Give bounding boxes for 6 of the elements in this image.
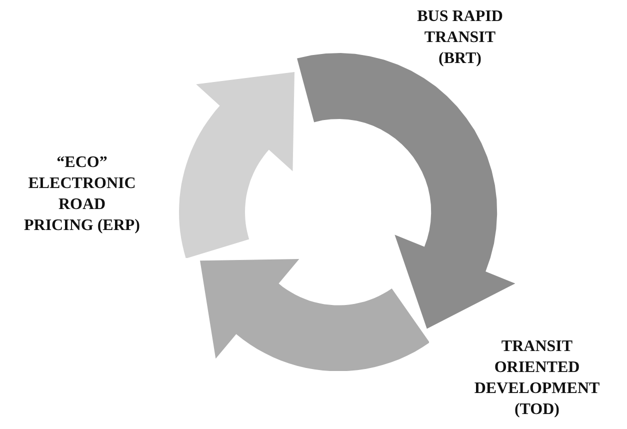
stage-label: BUS RAPID TRANSIT (BRT)	[416, 7, 504, 69]
cycle-segment	[200, 258, 430, 371]
cycle-segment	[179, 72, 295, 258]
cycle-segment	[296, 53, 516, 329]
stage-label: TRANSIT ORIENTED DEVELOPMENT (TOD)	[473, 337, 601, 420]
stage-label: “ECO” ELECTRONIC ROAD PRICING (ERP)	[23, 153, 141, 236]
